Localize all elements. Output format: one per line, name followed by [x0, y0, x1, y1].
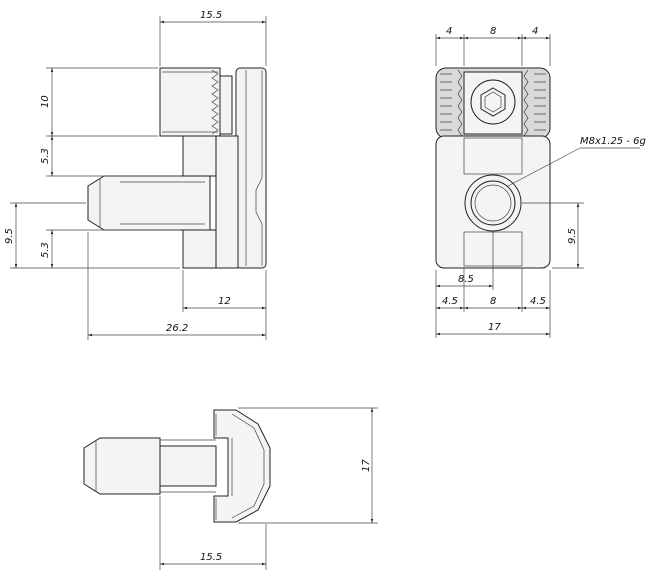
front-upper-slot	[463, 137, 523, 175]
dim-front-offset: 8.5	[458, 274, 474, 285]
side-main-plate	[235, 67, 267, 269]
side-step	[215, 135, 239, 269]
side-upper-block	[182, 135, 217, 177]
side-bolt	[87, 175, 211, 231]
dim-bottom-width: 15.5	[200, 552, 222, 563]
bottom-bolt	[83, 437, 161, 495]
dim-side-top-height: 10	[40, 95, 51, 108]
dim-front-bot-right: 4.5	[530, 296, 546, 307]
dim-side-lower-gap: 5.3	[40, 242, 51, 258]
dim-side-gap: 5.3	[40, 148, 51, 164]
front-view: 4 8 4 M8x1.25 - 6g 9.5 8.5 4.5 8 4.5 17	[435, 26, 646, 338]
side-top-nut	[159, 67, 221, 137]
front-knurl-right	[523, 69, 529, 137]
dim-front-top-left: 4	[446, 26, 452, 37]
side-neck	[219, 75, 233, 135]
front-thread-hole-outer	[464, 174, 522, 232]
thread-spec-label: M8x1.25 - 6g	[580, 136, 646, 147]
front-knurl-left	[457, 69, 463, 137]
dim-front-bot-left: 4.5	[442, 296, 458, 307]
dim-front-top-right: 4	[532, 26, 538, 37]
knurl-teeth	[211, 69, 219, 135]
dim-side-overall: 26.2	[166, 323, 188, 334]
bottom-shank	[159, 445, 217, 487]
front-hex-socket-area	[463, 71, 523, 135]
dim-front-overall: 17	[488, 322, 501, 333]
dim-front-center: 9.5	[567, 228, 578, 244]
front-thread-hole-inner	[470, 180, 516, 226]
side-view: 15.5 10 5.3 9.5 5.3 12 26.2	[4, 10, 267, 340]
side-lower-block	[182, 229, 217, 269]
dim-bottom-height: 17	[361, 459, 372, 472]
hex-socket-icon	[480, 87, 506, 117]
dim-side-top-width: 15.5	[200, 10, 222, 21]
bottom-view: 17 15.5	[83, 407, 378, 570]
dim-front-bot-center: 8	[490, 296, 496, 307]
bottom-head	[213, 409, 271, 523]
dim-side-12: 12	[218, 296, 231, 307]
front-socket-circle	[470, 79, 516, 125]
dim-front-top-center: 8	[490, 26, 496, 37]
dim-side-center: 9.5	[4, 228, 15, 244]
